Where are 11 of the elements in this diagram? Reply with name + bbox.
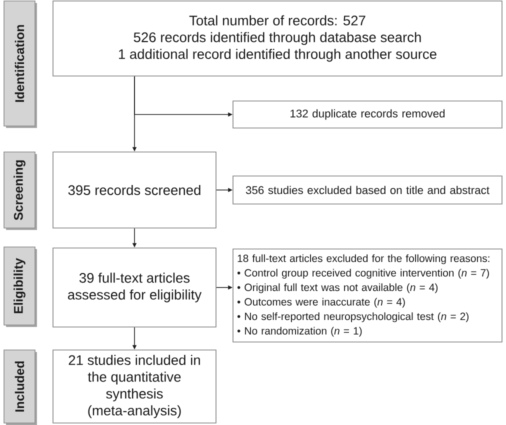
exclusion-box: 18 full-text articles excluded for the following reasons: • Control group received cognitive intervention (n = 7) • Original full text was not available (n = 4) • Outcomes were inaccurate (n = 4) • No self-reported neuropsychological test (n = 2) • No randomization (n = 1) — [232, 248, 502, 342]
stage-tab: Eligibility — [4, 246, 37, 327]
process-box: 21 studies included in the quantitative synthesis (meta-analysis) — [52, 350, 216, 424]
exclusion-box: 132 duplicate records removed — [232, 100, 502, 128]
stage-tab: Screening — [4, 152, 37, 230]
stage-tab: Included — [4, 350, 37, 425]
process-box: Total number of records: 527 526 records identified through database search 1 additional record identified through another source — [52, 0, 502, 76]
process-box: 39 full-text articles assessed for eligibility — [52, 248, 216, 328]
process-box: 395 records screened — [52, 152, 216, 228]
stage-tab: Identification — [4, 0, 37, 128]
exclusion-box: 356 studies excluded based on title and abstract — [232, 176, 502, 204]
